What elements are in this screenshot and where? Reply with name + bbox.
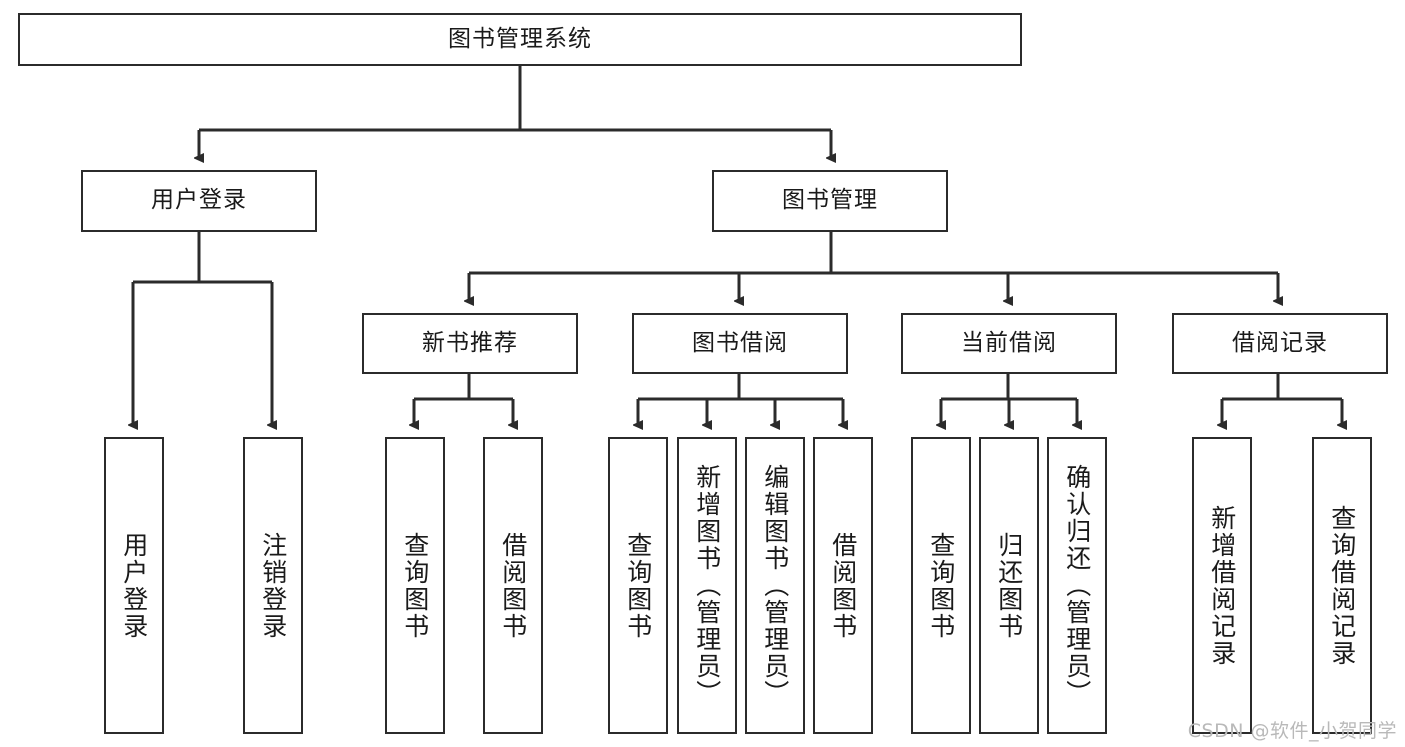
node-borrow-records[interactable]: 借阅记录 <box>1172 313 1388 374</box>
node-label: 图书管理 <box>782 187 878 214</box>
leaf-borrow-book[interactable]: 借阅图书 <box>813 437 873 734</box>
leaf-query-book-borrow[interactable]: 查询图书 <box>608 437 668 734</box>
node-label: 编辑图书（管理员） <box>760 464 790 707</box>
leaf-borrow-book-recommend[interactable]: 借阅图书 <box>483 437 543 734</box>
node-label: 查询图书 <box>623 531 653 640</box>
node-label: 新书推荐 <box>422 329 518 356</box>
watermark-text: CSDN @软件_小贺同学 <box>1187 720 1397 742</box>
node-label: 用户登录 <box>151 187 247 214</box>
node-label: 图书管理系统 <box>448 25 592 52</box>
node-label: 借阅记录 <box>1232 329 1328 356</box>
node-label: 图书借阅 <box>692 329 788 356</box>
node-book-borrow[interactable]: 图书借阅 <box>632 313 848 374</box>
leaf-edit-book-admin[interactable]: 编辑图书（管理员） <box>745 437 805 734</box>
node-label: 借阅图书 <box>498 531 528 640</box>
node-label: 新增图书（管理员） <box>692 464 722 707</box>
node-root-system[interactable]: 图书管理系统 <box>18 13 1022 66</box>
leaf-user-login[interactable]: 用户登录 <box>104 437 164 734</box>
node-label: 查询借阅记录 <box>1327 504 1357 667</box>
leaf-query-borrow-record[interactable]: 查询借阅记录 <box>1312 437 1372 734</box>
node-label: 查询图书 <box>926 531 956 640</box>
leaf-query-book-current[interactable]: 查询图书 <box>911 437 971 734</box>
node-label: 注销登录 <box>258 531 288 640</box>
node-current-borrow[interactable]: 当前借阅 <box>901 313 1117 374</box>
node-label: 借阅图书 <box>828 531 858 640</box>
leaf-logout[interactable]: 注销登录 <box>243 437 303 734</box>
node-label: 查询图书 <box>400 531 430 640</box>
leaf-return-book[interactable]: 归还图书 <box>979 437 1039 734</box>
node-new-book-recommend[interactable]: 新书推荐 <box>362 313 578 374</box>
node-label: 归还图书 <box>994 531 1024 640</box>
node-book-management[interactable]: 图书管理 <box>712 170 948 232</box>
node-label: 确认归还（管理员） <box>1062 464 1092 707</box>
leaf-query-book-recommend[interactable]: 查询图书 <box>385 437 445 734</box>
node-user-login[interactable]: 用户登录 <box>81 170 317 232</box>
node-label: 新增借阅记录 <box>1207 504 1237 667</box>
leaf-add-borrow-record[interactable]: 新增借阅记录 <box>1192 437 1252 734</box>
leaf-confirm-return-admin[interactable]: 确认归还（管理员） <box>1047 437 1107 734</box>
node-label: 用户登录 <box>119 531 149 640</box>
leaf-add-book-admin[interactable]: 新增图书（管理员） <box>677 437 737 734</box>
node-label: 当前借阅 <box>961 329 1057 356</box>
